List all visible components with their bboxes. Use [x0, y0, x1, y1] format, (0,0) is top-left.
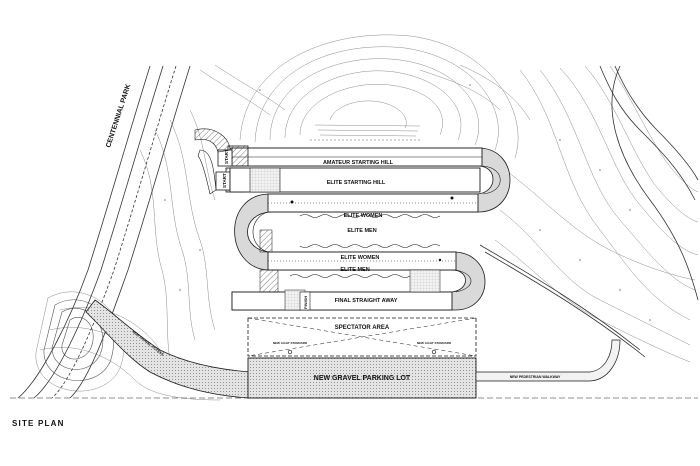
final-straight-label: FINAL STRAIGHT AWAY — [335, 298, 398, 304]
finish-label: FINISH — [303, 296, 308, 309]
parking-lot: NEW GRAVEL PARKING LOT — [247, 357, 477, 399]
centennial-park-road: CENTENNIAL PARK — [17, 65, 191, 399]
road-label: CENTENNIAL PARK — [105, 83, 132, 148]
walkway-label: NEW PEDESTRIAN WALKWAY — [510, 375, 561, 379]
pedestrian-walkway: NEW PEDESTRIAN WALKWAY — [475, 339, 621, 382]
start-marker-1: START — [224, 149, 229, 164]
elite-starting-hill-label: ELITE STARTING HILL — [327, 180, 386, 186]
start-marker-2: START — [222, 173, 227, 188]
drawing-title: SITE PLAN — [12, 419, 65, 428]
elite-women-label-1: ELITE WOMEN — [344, 213, 383, 219]
bmx-track: START START FINISH AMATEUR STARTING HILL… — [194, 128, 511, 311]
elite-men-label-2: ELITE MEN — [340, 267, 369, 273]
light-standard-label-1: NEW LIGHT STANDARD — [273, 341, 308, 345]
elite-men-label-1: ELITE MEN — [347, 228, 376, 234]
spectator-area-label: SPECTATOR AREA — [335, 325, 390, 331]
amateur-starting-hill-label: AMATEUR STARTING HILL — [323, 160, 394, 166]
light-standard-label-2: NEW LIGHT STANDARD — [417, 341, 452, 345]
parking-lot-label: NEW GRAVEL PARKING LOT — [314, 375, 411, 382]
spectator-area: SPECTATOR AREA NEW LIGHT STANDARD NEW LI… — [247, 317, 477, 357]
elite-women-label-2: ELITE WOMEN — [341, 255, 380, 261]
east-roads — [479, 65, 699, 358]
gravel-access-path — [85, 299, 251, 399]
